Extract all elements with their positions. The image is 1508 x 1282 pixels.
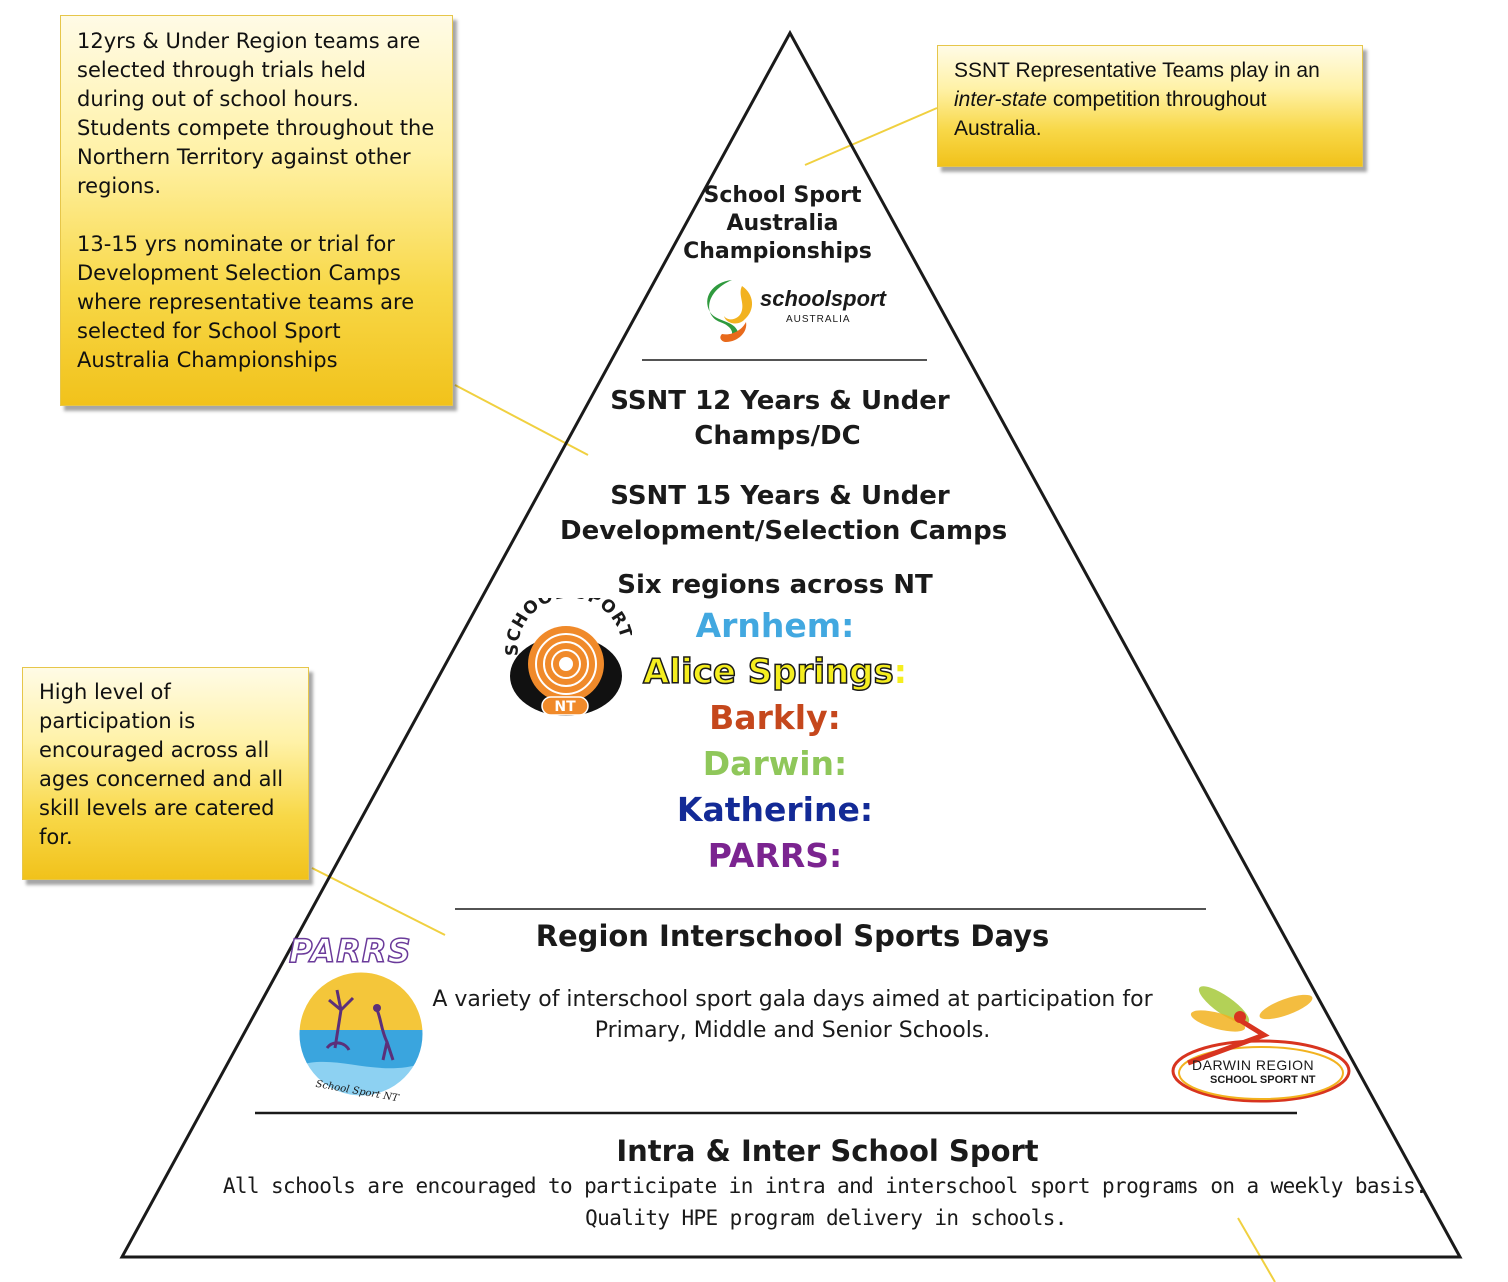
note-right-top: SSNT Representative Teams play in an int… (937, 45, 1363, 167)
swirl-icon (707, 280, 753, 342)
tier2-line-3: SSNT 15 Years & Under (610, 481, 950, 511)
school-sport-nt-badge: NT (554, 699, 576, 715)
base-line-2: Quality HPE program delivery in schools. (585, 1206, 1067, 1230)
parrs-wordmark: PARRS (288, 931, 412, 971)
region-darwin: Darwin: (702, 744, 848, 783)
darwin-region-logo: DARWIN REGION SCHOOL SPORT NT (1168, 975, 1354, 1107)
darwin-region-line-2: SCHOOL SPORT NT (1210, 1074, 1316, 1086)
schoolsport-wordmark: schoolsport (760, 286, 886, 312)
parrs-emblem (298, 971, 424, 1097)
region-alice-springs-colon: : (893, 652, 907, 691)
base-line-1: All schools are encouraged to participat… (222, 1174, 1428, 1198)
connector-bottom-right (1237, 1217, 1276, 1282)
top-tier-title-1: School Sport (703, 183, 862, 208)
note-right-text-pre: SSNT Representative Teams play in an (954, 59, 1320, 82)
region-alice-springs: Alice Springs: (560, 651, 990, 693)
schoolsport-sub: AUSTRALIA (786, 314, 851, 325)
note-left-top: 12yrs & Under Region teams are selected … (60, 15, 453, 406)
region-katherine: Katherine: (676, 790, 874, 829)
top-tier-title-3: Championships (683, 239, 872, 264)
region-parrs: PARRS: (707, 836, 843, 875)
tier2-line-4: Development/Selection Camps (560, 516, 1008, 546)
note-right-text-post: competition throughout Australia. (954, 88, 1267, 140)
connector-left-mid (311, 867, 446, 936)
pyramid-outline (119, 29, 1463, 1259)
schoolsport-australia-logo: schoolsport AUSTRALIA (698, 276, 898, 346)
parrs-logo: PARRS School Sport NT (287, 930, 435, 1108)
tier2-line-1: SSNT 12 Years & Under (610, 386, 950, 416)
region-alice-springs-name: Alice Springs (642, 651, 894, 693)
school-sport-nt-emblem: SCHOOL SPORT NT (503, 583, 635, 716)
tier3-line-2: Primary, Middle and Senior Schools. (594, 1018, 991, 1043)
schoolsport-word-rest: sport (830, 286, 886, 311)
base-title: Intra & Inter School Sport (616, 1134, 1039, 1168)
darwin-region-line-1: DARWIN REGION (1192, 1057, 1315, 1073)
region-arnhem: Arnhem: (695, 606, 855, 645)
note-right-text-em: inter-state (954, 88, 1047, 111)
tier2-line-2: Champs/DC (694, 421, 861, 451)
region-barkly: Barkly: (709, 698, 841, 737)
tier3-title: Region Interschool Sports Days (535, 919, 1050, 953)
school-sport-nt-logo: SCHOOL SPORT NT (503, 583, 635, 722)
top-tier-title-2: Australia (726, 211, 839, 236)
tier3-line-1: A variety of interschool sport gala days… (432, 987, 1153, 1012)
regions-title: Six regions across NT (617, 570, 933, 600)
dragonfly-emblem (1171, 986, 1351, 1103)
schoolsport-word-bold: school (760, 286, 831, 311)
connector-right-top (804, 107, 938, 166)
note-left-mid: High level of participation is encourage… (22, 667, 309, 880)
